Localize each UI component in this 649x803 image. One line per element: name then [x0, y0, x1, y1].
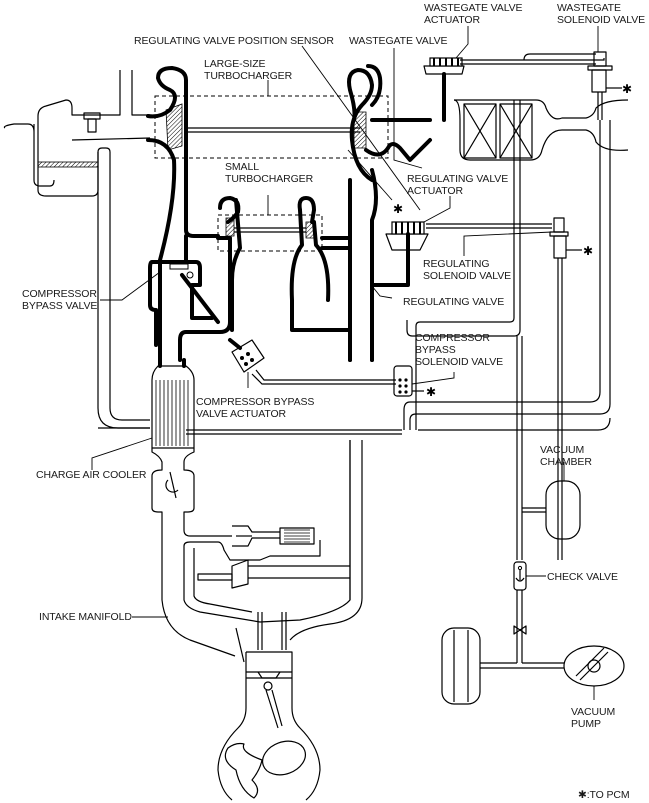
vacuum-chamber [522, 480, 581, 540]
label-vacuum-chamber: VACUUM CHAMBER [540, 444, 592, 468]
label-regulating-valve-actuator: REGULATING VALVE ACTUATOR [407, 173, 509, 197]
label-compressor-bypass-solenoid-valve: COMPRESSOR BYPASS SOLENOID VALVE [415, 332, 504, 368]
main-ducts [98, 100, 611, 435]
wastegate-solenoid-valve [587, 51, 622, 120]
label-large-size-turbocharger: LARGE-SIZE TURBOCHARGER [204, 58, 293, 82]
leader-lines [91, 26, 599, 700]
large-turbo-compressor [146, 66, 360, 347]
pcm-marker-wastegate-solenoid: ✱ [622, 82, 632, 96]
pcm-marker-bypass-solenoid: ✱ [426, 385, 436, 399]
compressor-bypass-solenoid-valve [393, 365, 424, 397]
air-filter-element [37, 161, 99, 168]
brake-booster [441, 627, 481, 705]
pcm-marker-position-sensor: ✱ [393, 202, 403, 216]
label-compressor-bypass-valve: COMPRESSOR BYPASS VALVE [22, 288, 98, 312]
label-charge-air-cooler: CHARGE AIR COOLER [36, 469, 147, 481]
orifice-valve [513, 625, 527, 635]
label-regulating-valve: REGULATING VALVE [403, 296, 505, 308]
small-turbo [184, 196, 352, 332]
label-vacuum-pump: VACUUM PUMP [571, 706, 616, 730]
compressor-bypass-valve-housing [148, 236, 232, 362]
small-turbocharger-outline [217, 214, 323, 252]
label-intake-manifold: INTAKE MANIFOLD [39, 611, 132, 623]
label-wastegate-valve-actuator: WASTEGATE VALVE ACTUATOR [424, 2, 523, 26]
label-regulating-valve-position-sensor: REGULATING VALVE POSITION SENSOR [134, 35, 334, 47]
catalytic-converter [453, 99, 629, 161]
regulating-solenoid-valve [549, 217, 582, 560]
large-turbo-turbine [347, 64, 432, 362]
pcm-marker-regulating-solenoid: ✱ [583, 244, 593, 258]
label-wastegate-valve: WASTEGATE VALVE [349, 35, 448, 47]
engine-cylinder [217, 612, 321, 801]
label-regulating-solenoid-valve: REGULATING SOLENOID VALVE [423, 258, 512, 282]
label-wastegate-solenoid-valve: WASTEGATE SOLENOID VALVE [557, 2, 646, 26]
air-cleaner [3, 70, 151, 429]
compressor-bypass-valve-actuator [228, 338, 396, 385]
vacuum-line [441, 336, 625, 705]
regulating-actuator-link [347, 149, 393, 201]
charge-air-cooler [151, 358, 236, 657]
wastegate-valve-actuator [423, 53, 605, 122]
regulating-valve-actuator [370, 221, 552, 287]
legend-to-pcm: ✱:TO PCM [578, 789, 630, 801]
label-small-turbocharger: SMALL TURBOCHARGER [225, 161, 314, 185]
intake-manifold [183, 440, 363, 641]
throttle-plate [165, 471, 179, 499]
pcm-markers: ✱ ✱ ✱ ✱ [393, 82, 632, 399]
label-compressor-bypass-valve-actuator: COMPRESSOR BYPASS VALVE ACTUATOR [196, 396, 315, 420]
label-check-valve: CHECK VALVE [547, 571, 618, 583]
